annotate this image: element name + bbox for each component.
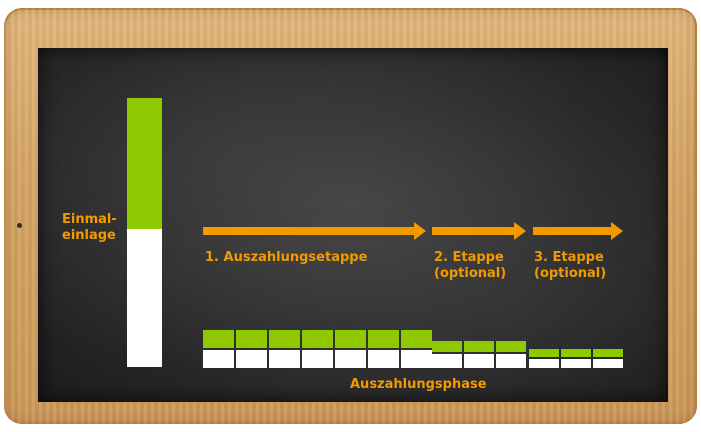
stage2-block-green [432,341,462,352]
stage3-block-white [529,359,559,368]
stage2-arrow [432,222,526,240]
stage1-block-white [401,350,432,368]
stage1-label: 1. Auszahlungsetappe [205,250,368,265]
stage2-block-white [464,354,494,368]
phase-label: Auszahlungsphase [350,377,487,392]
stage3-block-white [593,359,623,368]
stage2-label-line2: (optional) [434,266,507,281]
stage1-block-green [401,330,432,348]
stage1-block-green [302,330,333,348]
stage3-block-white [561,359,591,368]
stage1-block-white [203,350,234,368]
stage1-block-green [335,330,366,348]
stage2-block-white [496,354,526,368]
stage1-block-green [236,330,267,348]
stage1-block-green [269,330,300,348]
stage1-block-white [269,350,300,368]
stage2-block-green [464,341,494,352]
einmal-label-line2: einlage [62,228,116,243]
stage2-block-green [496,341,526,352]
stage1-block-white [302,350,333,368]
deposit-bar-white [127,229,162,367]
stage1-block-green [368,330,399,348]
stage1-block-white [368,350,399,368]
stage1-block-green [203,330,234,348]
deposit-bar-green [127,98,162,229]
stage3-block-green [593,349,623,357]
stage3-label-line2: (optional) [534,266,607,281]
stage1-block-white [335,350,366,368]
stage2-block-white [432,354,462,368]
stage2-label-line1: 2. Etappe [434,250,504,265]
einmal-label-line1: Einmal- [62,212,117,227]
stage3-arrow [533,222,623,240]
frame-nail [17,223,22,228]
stage3-block-green [561,349,591,357]
stage1-block-white [236,350,267,368]
stage1-arrow [203,222,426,240]
stage3-block-green [529,349,559,357]
stage3-label-line1: 3. Etappe [534,250,604,265]
